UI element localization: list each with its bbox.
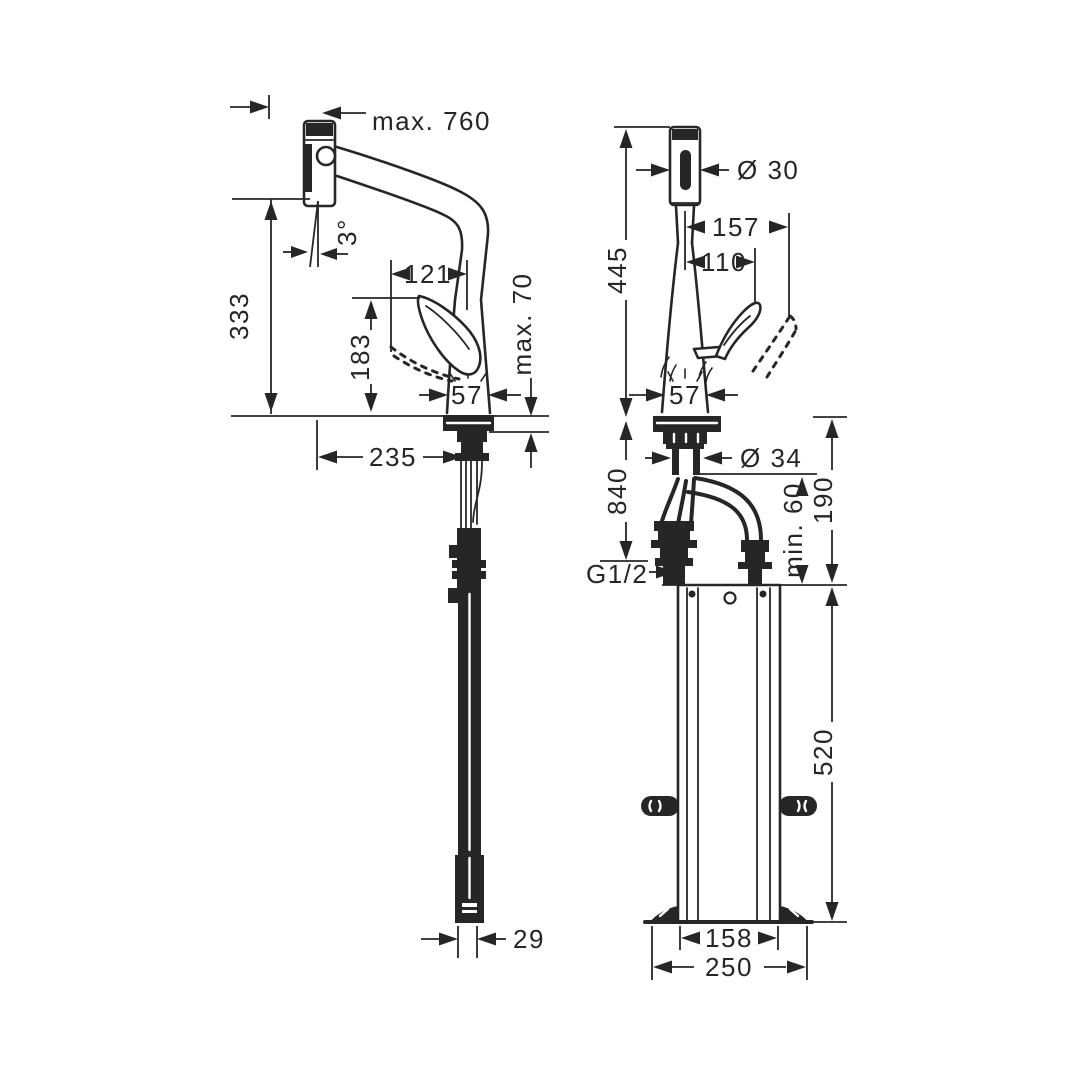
dim-total-height: 445 <box>602 246 632 294</box>
dim-handle-top-height: 183 <box>345 333 375 381</box>
handle-side-alt-position <box>389 345 461 381</box>
handle-front <box>692 301 798 383</box>
spray-face-slot <box>680 150 691 190</box>
dim-spray-head-height: 333 <box>224 292 254 340</box>
spray-head-front <box>668 125 702 207</box>
side-view-dimensions: max. 760 3° 333 121 183 <box>224 95 545 958</box>
dim-spout-reach: 235 <box>369 442 417 472</box>
dim-handle-reach-tilted: 157 <box>712 212 760 242</box>
mounting-deck-side <box>231 415 549 433</box>
pullout-hose-assembly <box>448 431 489 923</box>
dim-connection-thread: G1/2 <box>586 559 648 589</box>
dim-body-width-front: 57 <box>669 380 701 410</box>
dim-upper-clearance-height: 190 <box>808 476 838 524</box>
dim-bracket-inner-width: 158 <box>705 923 753 953</box>
dim-hose-length: 840 <box>602 467 632 515</box>
screw-hole <box>723 591 737 605</box>
handle-front-alt-position <box>751 314 792 373</box>
dim-spray-head-diameter: Ø 30 <box>737 155 799 185</box>
front-view-dimensions: 445 Ø 30 157 110 57 <box>586 126 847 982</box>
dim-body-width-side: 57 <box>451 380 483 410</box>
dim-min-clearance: min. 60 <box>778 482 808 578</box>
side-view: max. 760 3° 333 121 183 <box>224 95 549 958</box>
handle-side <box>389 294 482 383</box>
dim-swivel-angle: 3° <box>332 218 362 246</box>
supply-hoses <box>651 476 772 586</box>
dim-bracket-height: 520 <box>808 728 838 776</box>
dim-bracket-base-width: 250 <box>705 952 753 982</box>
dim-max-pullout: max. 760 <box>372 106 491 136</box>
spray-head-side <box>302 119 337 208</box>
mounting-bracket <box>641 583 847 924</box>
dim-hose-weight-width: 29 <box>513 924 545 954</box>
front-view: 445 Ø 30 157 110 57 <box>586 125 847 982</box>
mounting-deck-front <box>653 416 721 475</box>
dim-shank-diameter: Ø 34 <box>740 443 802 473</box>
dim-handle-clearance: 121 <box>404 259 452 289</box>
dim-max-counter-thickness: max. 70 <box>507 273 537 376</box>
side-clip-right <box>779 796 817 816</box>
